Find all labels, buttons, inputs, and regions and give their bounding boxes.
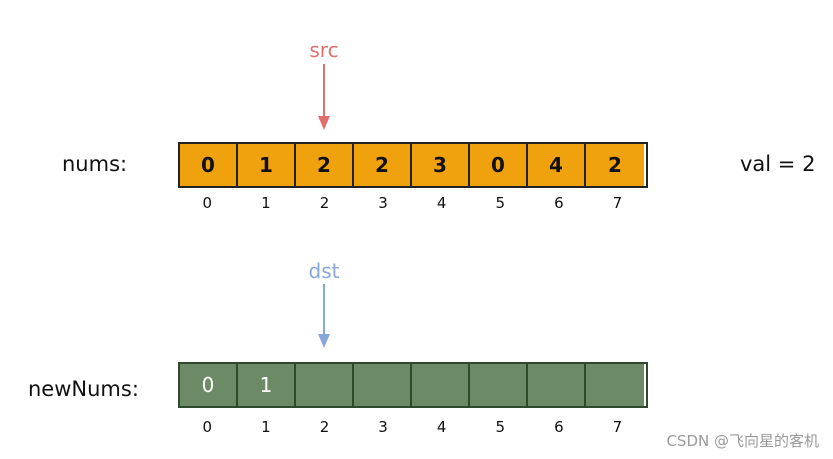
- nums-index: 3: [378, 194, 388, 212]
- nums-index: 7: [612, 194, 623, 212]
- newnums-cell: 1: [238, 364, 296, 406]
- nums-index: 1: [261, 194, 271, 212]
- newnums-cell: [586, 364, 644, 406]
- newnums-cell: 0: [180, 364, 238, 406]
- nums-cell: 1: [238, 144, 296, 186]
- newnums-cell: [412, 364, 470, 406]
- newnums-label: newNums:: [28, 377, 139, 401]
- val-label: val = 2: [740, 152, 816, 176]
- newnums-cell: [296, 364, 354, 406]
- nums-index: 4: [436, 194, 447, 212]
- newnums-index: 5: [495, 418, 506, 436]
- dst-pointer-label: dst: [308, 259, 340, 283]
- nums-cell: 0: [470, 144, 528, 186]
- nums-cell: 2: [586, 144, 644, 186]
- newnums-index: 3: [378, 418, 388, 436]
- newnums-index-row: 0 1 2 3 4 5 6 7: [178, 418, 647, 436]
- nums-index-row: 0 1 2 3 4 5 6 7: [178, 194, 647, 212]
- nums-index: 2: [319, 194, 330, 212]
- newnums-index: 6: [554, 418, 564, 436]
- newnums-cell: [470, 364, 528, 406]
- nums-cell: 0: [180, 144, 238, 186]
- newnums-index: 1: [261, 418, 271, 436]
- newnums-index: 2: [319, 418, 330, 436]
- newnums-index: 0: [202, 418, 213, 436]
- newnums-array: 0 1: [178, 362, 648, 408]
- nums-index: 6: [554, 194, 564, 212]
- nums-cell: 3: [412, 144, 470, 186]
- newnums-cell: [528, 364, 586, 406]
- nums-array: 0 1 2 2 3 0 4 2: [178, 142, 648, 188]
- nums-index: 5: [495, 194, 506, 212]
- newnums-index: 7: [612, 418, 623, 436]
- watermark: CSDN @飞向星的客机: [666, 432, 819, 450]
- nums-cell: 2: [354, 144, 412, 186]
- src-arrow-icon: [318, 64, 330, 130]
- dst-arrow-icon: [318, 284, 330, 348]
- nums-label: nums:: [62, 152, 128, 176]
- newnums-index: 4: [436, 418, 447, 436]
- nums-cell: 4: [528, 144, 586, 186]
- src-pointer-label: src: [309, 38, 339, 62]
- newnums-cell: [354, 364, 412, 406]
- nums-index: 0: [202, 194, 213, 212]
- nums-cell: 2: [296, 144, 354, 186]
